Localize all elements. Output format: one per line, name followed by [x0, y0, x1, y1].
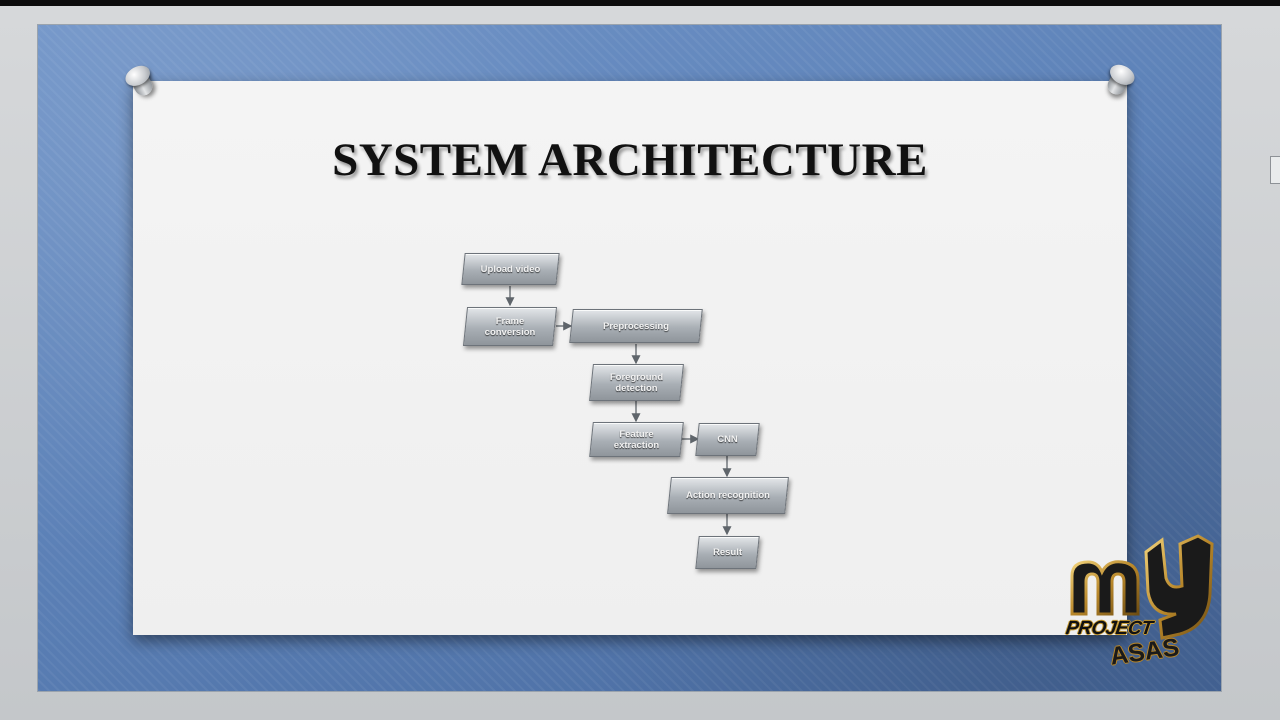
slide-title: SYSTEM ARCHITECTURE — [332, 134, 928, 186]
node-result: Result — [695, 536, 760, 569]
node-preprocessing: Preprocessing — [569, 309, 703, 343]
node-foreground-detection: Foreground detection — [589, 364, 684, 401]
node-upload-video: Upload video — [461, 253, 560, 285]
node-feature-extraction: Feature extraction — [589, 422, 684, 457]
node-cnn: CNN — [695, 423, 760, 456]
node-action-recognition: Action recognition — [667, 477, 789, 514]
node-frame-conversion: Frame conversion — [462, 307, 558, 346]
myc-logo-icon: PROJECT ASAS — [1062, 534, 1222, 694]
logo-project-text: PROJECT — [1064, 618, 1154, 639]
logo-mark-icon — [1070, 534, 1214, 640]
top-bar — [0, 0, 1280, 6]
scroll-handle[interactable] — [1270, 156, 1280, 184]
paper-sheet — [133, 81, 1127, 635]
